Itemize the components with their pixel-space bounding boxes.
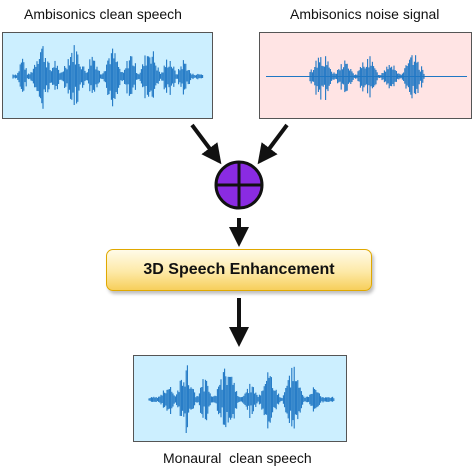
noise-waveform-bars <box>266 55 467 100</box>
plus-circle-icon <box>214 160 264 210</box>
clean-waveform-bars <box>12 45 204 109</box>
output-speech-label: Monaural clean speech <box>163 450 312 466</box>
arrow-noise-to-mixer <box>257 123 289 165</box>
noise-signal-waveform <box>266 55 467 100</box>
output-speech-panel <box>133 355 347 442</box>
speech-enhancement-label: 3D Speech Enhancement <box>143 261 335 278</box>
noise-signal-panel <box>259 32 472 119</box>
clean-speech-panel <box>2 32 213 119</box>
clean-speech-waveform <box>12 45 204 109</box>
speech-enhancement-block: 3D Speech Enhancement <box>106 249 372 291</box>
output-speech-waveform <box>148 365 335 433</box>
noise-signal-label: Ambisonics noise signal <box>290 6 440 22</box>
arrow-clean-to-mixer <box>190 123 222 165</box>
clean-speech-label: Ambisonics clean speech <box>24 6 182 22</box>
output-waveform-bars <box>148 365 335 433</box>
